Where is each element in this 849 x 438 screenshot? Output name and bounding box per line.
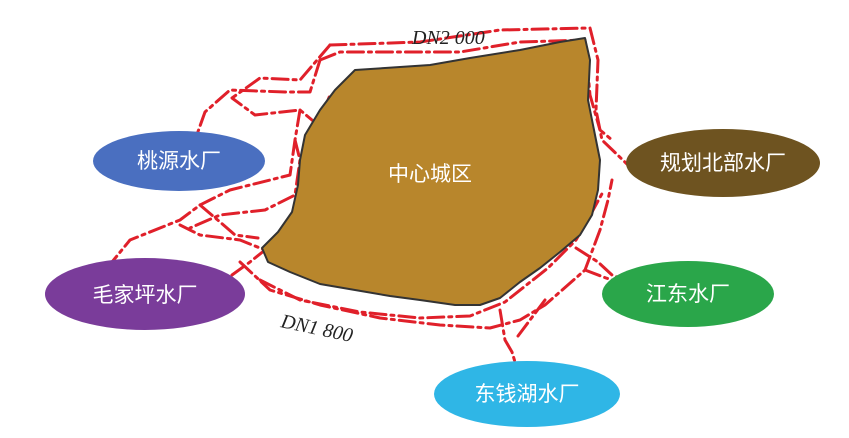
plant-guihua: 规划北部水厂 (626, 129, 820, 197)
pipeline-maojiaping-2 (198, 203, 260, 240)
plant-dongqianhu-label: 东钱湖水厂 (475, 382, 580, 406)
pipeline-south-outer (238, 178, 614, 330)
plant-dongqianhu: 东钱湖水厂 (434, 361, 620, 427)
plant-jiangdong-label: 江东水厂 (646, 282, 730, 306)
plant-guihua-ellipse (626, 129, 820, 197)
plant-taoyuan: 桃源水厂 (93, 131, 265, 191)
pipeline-jiangdong (574, 246, 634, 285)
pipeline-taoyuan-a (230, 43, 332, 127)
pipeline-dongqianhu (498, 308, 517, 364)
pipeline-west-drop (110, 108, 302, 264)
pipeline-west-drop-2 (188, 138, 302, 230)
plant-taoyuan-label: 桃源水厂 (137, 149, 221, 173)
plant-maojiaping-ellipse (45, 258, 245, 330)
plant-maojiaping: 毛家坪水厂 (45, 258, 245, 330)
plant-guihua-label: 规划北部水厂 (660, 151, 786, 175)
plant-dongqianhu-ellipse (434, 361, 620, 427)
pipeline-taoyuan-b (193, 58, 322, 142)
plant-maojiaping-label: 毛家坪水厂 (93, 283, 198, 307)
central-district-label: 中心城区 (388, 162, 472, 186)
plant-jiangdong-ellipse (602, 261, 774, 327)
pipe-label-south: DN1 800 (278, 310, 355, 347)
plant-taoyuan-ellipse (93, 131, 265, 191)
pipeline-dongqianhu-2 (513, 298, 547, 342)
pipeline-north-inner (318, 38, 614, 142)
plant-jiangdong: 江东水厂 (602, 261, 774, 327)
central-district-shape (261, 37, 601, 306)
pipe-label-north: DN2 000 (411, 27, 485, 49)
